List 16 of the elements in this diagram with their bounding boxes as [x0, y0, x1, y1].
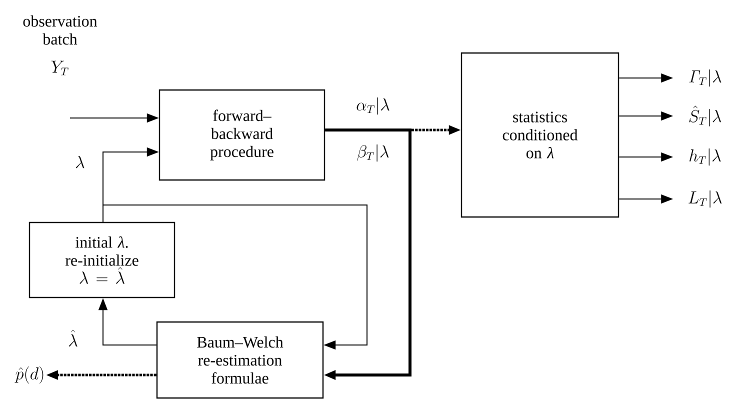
process-box: statistics conditioned on λ [460, 52, 620, 218]
input-label: $Y_T$ [51, 60, 68, 76]
edge-label: $\beta_T|\lambda$ [356, 143, 390, 163]
math-label: $L_T|\lambda$ [688, 190, 722, 208]
math-label: $\hat{p}(d)$ [14, 366, 44, 384]
input-label: observation batch [23, 15, 98, 45]
math-label: $h_T|\lambda$ [690, 148, 721, 166]
math-label: $\hat{S}_T|\lambda$ [689, 106, 722, 126]
process-box: initial λ. re-initialize $\lambda = \hat{\lambda}$ [28, 222, 176, 298]
process-box: Baum–Welch re-estimation formulae [156, 321, 324, 399]
process-box: forward–backward procedure [158, 89, 326, 181]
edge-label: $\alpha_T|\lambda$ [355, 96, 391, 116]
arrow [102, 204, 368, 350]
math-label: $\mathit{\Gamma}_T|\lambda$ [689, 69, 722, 87]
edge-label: $\lambda$ [74, 155, 86, 169]
edge-label: $\hat{\lambda}$ [67, 328, 79, 348]
